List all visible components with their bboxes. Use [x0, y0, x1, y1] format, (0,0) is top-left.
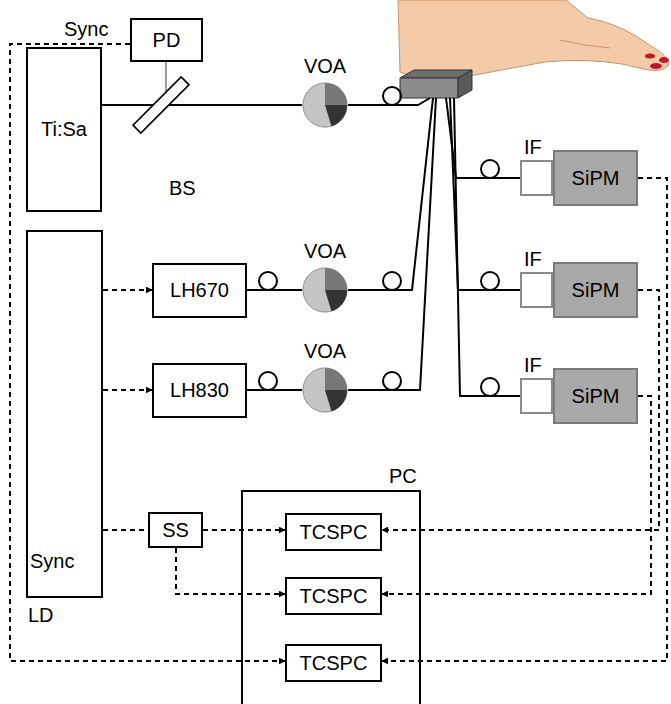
signal-line	[382, 178, 667, 661]
probe-front	[400, 78, 458, 98]
nail	[659, 57, 669, 63]
attenuator-wheel: VOA	[302, 82, 348, 128]
node-label: IF	[524, 248, 542, 271]
wheel-shape	[302, 82, 348, 128]
optical-path	[247, 389, 302, 391]
node-label: LD	[28, 604, 54, 627]
counter-box: TCSPC	[285, 513, 382, 551]
node-label: TCSPC	[300, 585, 368, 608]
detector-box: SiPM	[553, 368, 638, 424]
signal-line	[382, 396, 651, 594]
node-label: TCSPC	[300, 521, 368, 544]
node-label: PC	[389, 465, 417, 488]
laser-head-box: LH830	[152, 363, 247, 418]
attenuator-wheel: VOA	[302, 367, 348, 413]
laser-head-box: LH670	[152, 263, 247, 318]
laser-box: Ti:Sa	[26, 47, 102, 212]
splitter-box: SS	[148, 512, 203, 548]
arm-illustration	[398, 0, 669, 79]
filter-box: IF	[520, 378, 553, 414]
counter-box: TCSPC	[285, 644, 382, 682]
signal-line	[103, 529, 148, 531]
node-label: LH830	[170, 379, 229, 402]
node-label: VOA	[272, 340, 378, 363]
node-label: IF	[524, 354, 542, 377]
optical-path	[165, 62, 167, 77]
filter-box: IF	[520, 272, 553, 308]
node-label: Sync	[30, 550, 74, 573]
edge-label: Sync	[62, 18, 110, 41]
signal-line	[103, 389, 152, 391]
signal-line	[176, 548, 285, 594]
signal-line	[10, 44, 285, 661]
optical-path	[102, 104, 133, 106]
attenuator-wheel: VOA	[302, 267, 348, 313]
node-label: SiPM	[572, 385, 620, 408]
laser-driver-box: SyncLD	[26, 230, 103, 598]
thumb	[560, 40, 610, 48]
node-label: SiPM	[572, 167, 620, 190]
node-label: Ti:Sa	[41, 118, 87, 141]
signal-line	[382, 290, 659, 530]
node-label: VOA	[272, 240, 378, 263]
node-label: BS	[169, 177, 196, 200]
node-label: TCSPC	[300, 652, 368, 675]
node-label: LH670	[170, 279, 229, 302]
wheel-shape	[302, 367, 348, 413]
computer-box: PCTCSPCTCSPCTCSPC	[241, 490, 421, 704]
node-label: VOA	[272, 55, 378, 78]
node-label: SS	[162, 519, 189, 542]
nail	[645, 54, 655, 59]
detector-box: PD	[130, 18, 203, 62]
beam	[102, 104, 302, 106]
node-label: SiPM	[572, 279, 620, 302]
fibers	[259, 87, 520, 396]
node-label: IF	[524, 136, 542, 159]
nail	[650, 63, 662, 69]
probe-side	[458, 70, 472, 98]
detector-box: SiPM	[553, 150, 638, 206]
node-label: PD	[153, 29, 181, 52]
mirror-shape	[133, 77, 189, 133]
counter-box: TCSPC	[285, 577, 382, 615]
signal-line	[203, 529, 285, 531]
wheel-shape	[302, 267, 348, 313]
signal-line	[103, 289, 152, 291]
optical-path	[189, 104, 302, 106]
filter-box: IF	[520, 160, 553, 196]
beam-splitter: BS	[133, 77, 189, 133]
optical-path	[247, 289, 302, 291]
detector-box: SiPM	[553, 262, 638, 318]
